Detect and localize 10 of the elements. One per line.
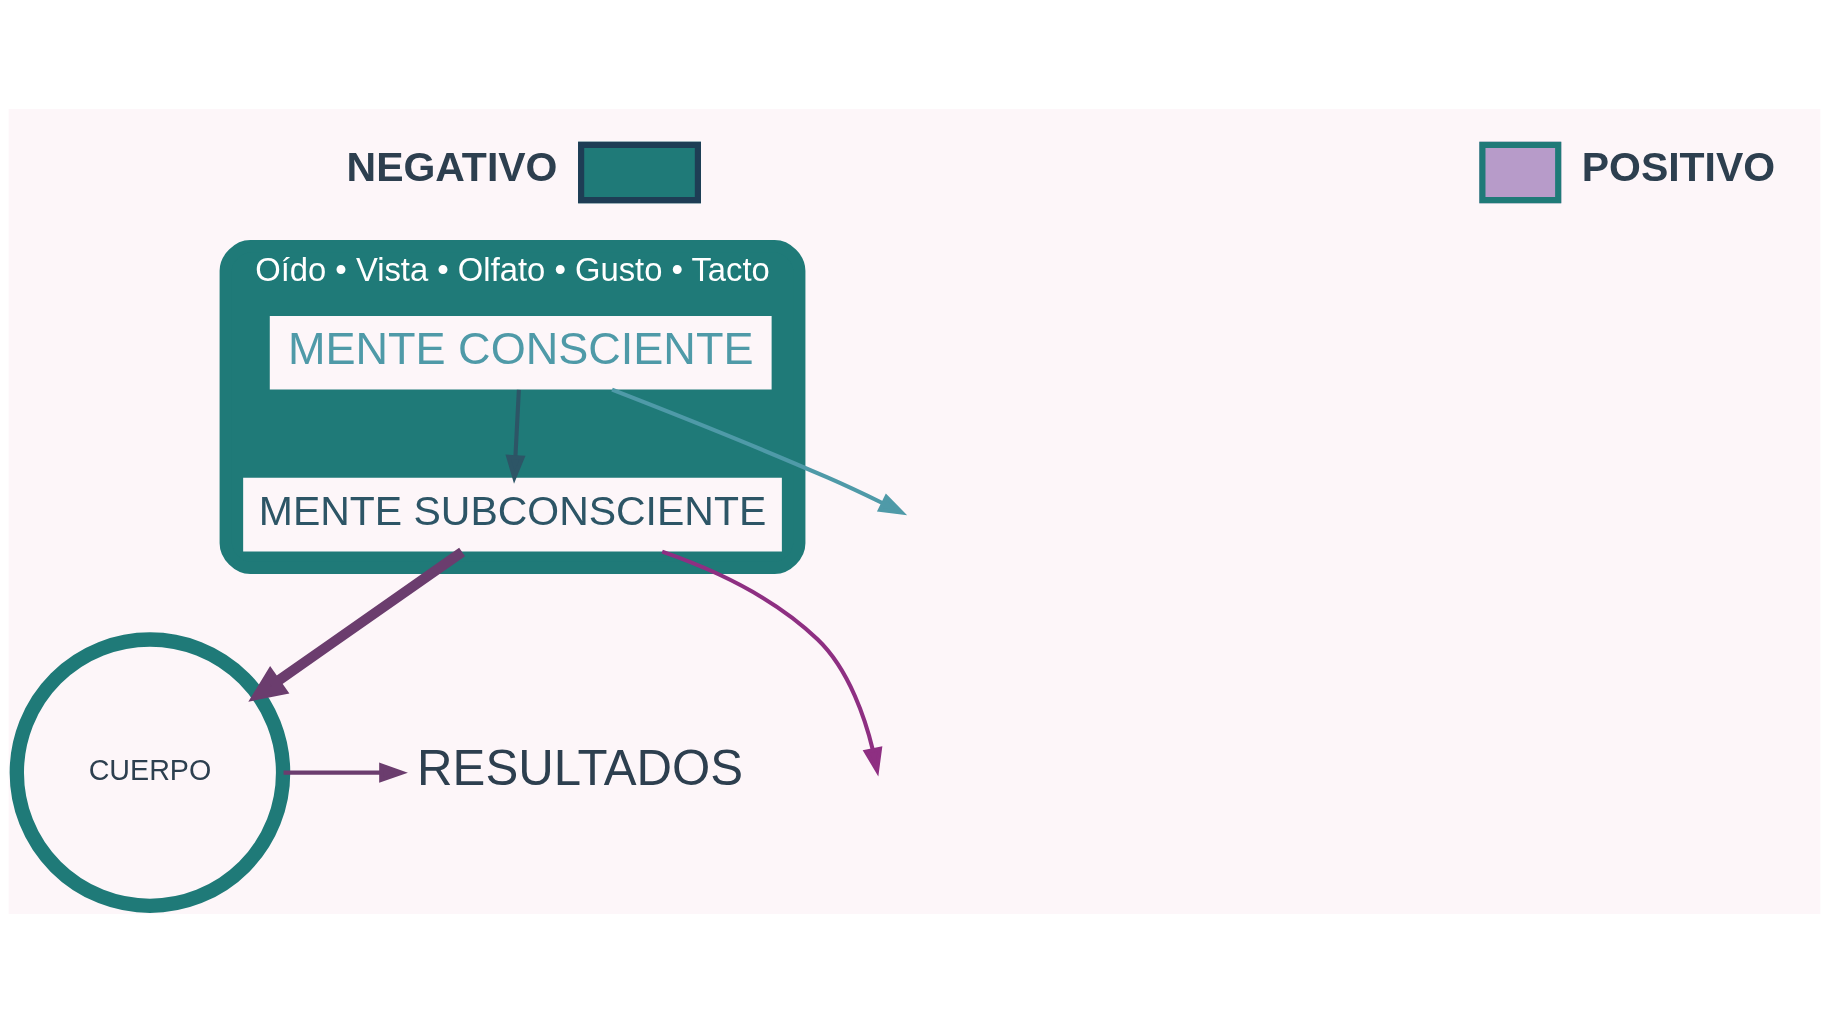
arrow bbox=[661, 549, 883, 777]
arrow bbox=[283, 762, 408, 783]
node-text: RESULTADOS bbox=[417, 740, 744, 796]
legend-label: POSITIVO bbox=[1581, 143, 1776, 190]
node-box: MENTE SUBCONSCIENTE bbox=[243, 477, 782, 552]
arrow bbox=[611, 387, 908, 516]
arrow bbox=[505, 389, 526, 484]
arrow bbox=[248, 547, 466, 702]
legend-label: NEGATIVO bbox=[346, 143, 558, 190]
node-box: MENTE CONSCIENTE bbox=[269, 315, 772, 390]
